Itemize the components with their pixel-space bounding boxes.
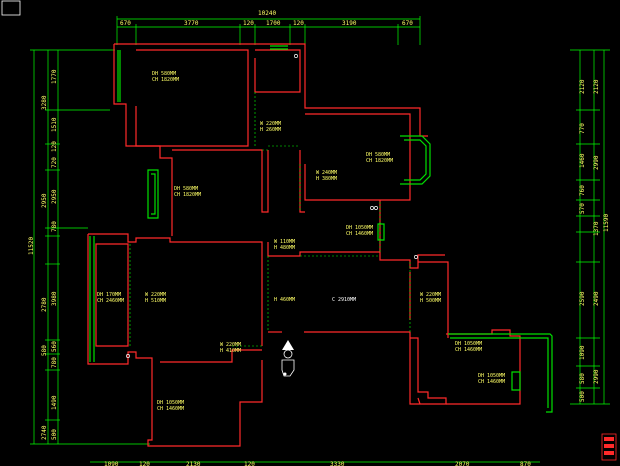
left-dimension-bar [30, 49, 150, 445]
left-dim-a3: 120 [51, 141, 58, 152]
left-total-dim: 11520 [28, 237, 35, 255]
room-d-ch: CH 1460MM [346, 231, 373, 237]
bottom-dim-7: 870 [520, 461, 531, 466]
room-d-dh: DH 1050MM [346, 225, 373, 231]
room-h-dh: DH 1050MM [455, 341, 482, 347]
left-dim-a2: 1510 [51, 117, 58, 132]
left-dim-b5: 2740 [41, 425, 48, 440]
right-dim-b3: 1370 [593, 221, 600, 236]
left-dim-a10: 1490 [51, 395, 58, 410]
top-dim-7: 670 [402, 20, 413, 27]
door-4-h: H 410MM [220, 348, 241, 354]
left-dimension-text: 11520 3280 2950 2780 580 2740 1770 1510 … [28, 69, 58, 440]
room-a-ch: CH 1820MM [152, 77, 179, 83]
walls [87, 43, 521, 447]
right-dim-a4: 760 [579, 185, 586, 196]
door-5-w: W 220MM [420, 292, 441, 298]
door-3-h: H 480MM [274, 245, 295, 251]
bottom-dim-5: 3330 [330, 461, 345, 466]
top-dim-2: 3770 [184, 20, 199, 27]
right-dim-a8: 580 [579, 373, 586, 384]
left-dim-a7: 3980 [51, 291, 58, 306]
room-e-dh: DH 170MM [97, 292, 121, 298]
door-2-w: W 240MM [316, 170, 337, 176]
top-dim-4: 1700 [266, 20, 281, 27]
door-openings [129, 92, 411, 347]
door-1-h: H 260MM [260, 127, 281, 133]
windows [89, 45, 553, 413]
top-total-dim: 10240 [258, 10, 276, 17]
door-4-w: W 220MM [220, 342, 241, 348]
left-dim-b4: 580 [41, 345, 48, 356]
room-c-dh: DH 580MM [366, 152, 390, 158]
bottom-dimension-bar: 1090 120 2130 120 3330 2070 870 [90, 461, 540, 466]
left-dim-a1: 1770 [51, 69, 58, 84]
room-f-h: H 510MM [145, 298, 166, 304]
room-h-ch: CH 1460MM [455, 347, 482, 353]
door-2-h: H 380MM [316, 176, 337, 182]
window-corner-icon [1, 0, 21, 16]
right-dim-b2: 2990 [593, 155, 600, 170]
right-dim-a5: 570 [579, 203, 586, 214]
right-dimension-text: 2120 770 1460 760 570 2590 1090 580 500 … [579, 79, 610, 402]
room-i-dh: DH 1050MM [478, 373, 505, 379]
left-dim-a5: 2950 [51, 189, 58, 204]
right-dim-a3: 1460 [579, 153, 586, 168]
room-f-w: W 220MM [145, 292, 166, 298]
right-dimension-bar [570, 49, 610, 405]
door-5-h: H 500MM [420, 298, 441, 304]
bottom-dim-3: 2130 [186, 461, 201, 466]
bottom-dim-4: 120 [244, 461, 255, 466]
legend-icon [601, 433, 617, 461]
room-b-ch: CH 1820MM [174, 192, 201, 198]
room-b-dh: DH 580MM [174, 186, 198, 192]
room-a-dh: DH 580MM [152, 71, 176, 77]
north-arrow-icon [281, 340, 295, 377]
right-total-dim: 11590 [603, 214, 610, 232]
room-g-dh: DH 1050MM [157, 400, 184, 406]
left-dim-a11: 500 [51, 429, 58, 440]
right-dim-b4: 2490 [593, 291, 600, 306]
bottom-dim-1: 1090 [104, 461, 119, 466]
left-dim-a6: 780 [51, 221, 58, 232]
top-dim-6: 3190 [342, 20, 357, 27]
right-dim-a6: 2590 [579, 291, 586, 306]
room-labels: DH 580MM CH 1820MM DH 580MM CH 1820MM DH… [97, 71, 505, 412]
right-dim-a7: 1090 [579, 345, 586, 360]
right-dim-b5: 2990 [593, 369, 600, 384]
left-dim-a8: 560 [51, 341, 58, 352]
door-1-w: W 220MM [260, 121, 281, 127]
top-dim-5: 120 [293, 20, 304, 27]
top-dim-1: 670 [120, 20, 131, 27]
left-dim-a9: 780 [51, 357, 58, 368]
top-dimension-bar: 10240 670 3770 120 1700 120 3190 670 [116, 10, 421, 45]
left-dim-b1: 3280 [41, 95, 48, 110]
height-mid-label: H 460MM [274, 297, 295, 303]
top-dim-3: 120 [243, 20, 254, 27]
ceiling-label: C 2910MM [332, 297, 356, 303]
room-e-ch: CH 2460MM [97, 298, 124, 304]
room-g-ch: CH 1460MM [157, 406, 184, 412]
left-dim-b2: 2950 [41, 193, 48, 208]
room-i-ch: CH 1460MM [478, 379, 505, 385]
right-dim-a1: 2120 [579, 79, 586, 94]
bottom-dim-6: 2070 [455, 461, 470, 466]
left-dim-b3: 2780 [41, 297, 48, 312]
door-3-w: W 110MM [274, 239, 295, 245]
right-dim-a2: 770 [579, 123, 586, 134]
right-dim-a9: 500 [579, 391, 586, 402]
right-dim-b1: 2120 [593, 79, 600, 94]
left-dim-a4: 720 [51, 157, 58, 168]
bottom-dim-2: 120 [139, 461, 150, 466]
fixtures [126, 54, 418, 358]
room-c-ch: CH 1820MM [366, 158, 393, 164]
